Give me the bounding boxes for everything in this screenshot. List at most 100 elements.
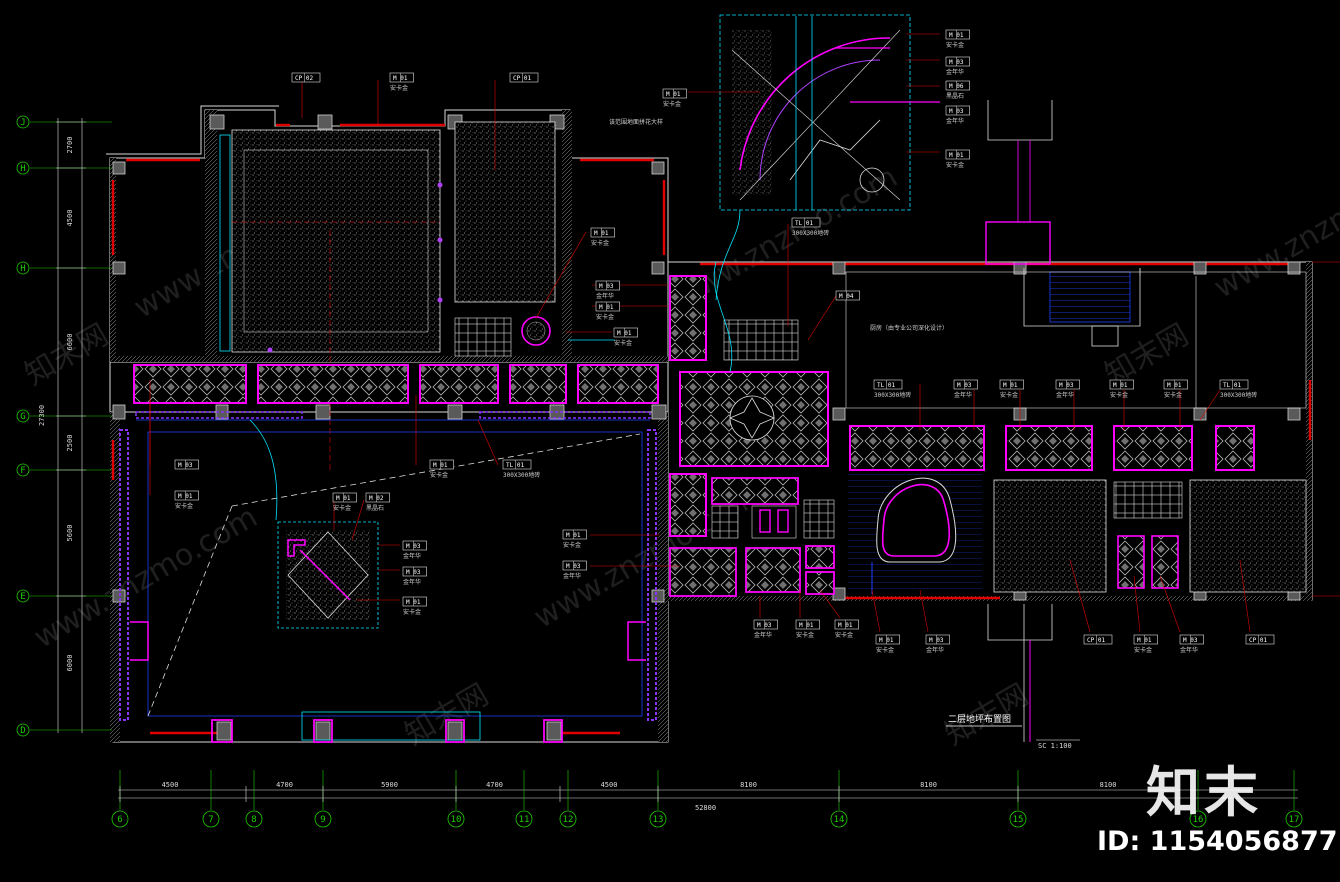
material-tag-code: M 03 [566,563,581,570]
carpet-room-left[interactable] [219,129,441,470]
kitchen-zone[interactable] [845,268,1307,409]
material-tag[interactable]: M 01 安卡金 [1109,379,1134,399]
material-tag[interactable]: M 01 安卡金 [389,72,414,92]
material-tag-code: M 01 [178,493,193,500]
material-tag[interactable]: CP 01 [1245,634,1275,645]
lobby-rosette-floor[interactable] [679,261,829,467]
material-tag-code: M 03 [949,59,964,66]
row-axis-label: E [20,592,25,602]
material-tag-code: M 04 [839,293,854,300]
banquet-diamond-bands[interactable] [849,425,1255,471]
material-tag-note: 金年华 [946,117,964,125]
material-tag[interactable]: CP 01 [1083,634,1113,645]
column-dimension-value: 8100 [1100,781,1117,789]
material-tag-note: 安卡金 [430,471,448,479]
column-axis-label: 8 [251,815,256,825]
material-tag-note: 安卡金 [1110,391,1128,399]
dimension-frames [57,118,1298,799]
material-tag-note: 金年华 [754,631,772,639]
material-tag-note: 安卡金 [1000,391,1018,399]
floor-pattern-detail-callout[interactable] [715,14,940,301]
column-dimension-value: 4700 [276,781,293,789]
material-tag-note: 安卡金 [663,100,681,108]
material-tag-code: M 01 [1113,382,1128,389]
feature-stair-well[interactable] [848,474,982,594]
material-tag[interactable]: CP 01 [509,72,539,83]
material-tag-note: 安卡金 [876,646,894,654]
material-tag-code: TL 01 [795,220,813,227]
main-hall[interactable] [119,411,657,743]
stair-core-top [985,100,1141,347]
column-axis-label: 15 [1013,815,1024,825]
material-tag-note: 安卡金 [596,313,614,321]
column-axis-label: 9 [320,815,325,825]
material-tag-code: M 01 [1137,637,1152,644]
material-tag[interactable]: M 03 [174,459,199,470]
entry-vertical-band[interactable] [669,275,707,537]
material-tag-code: M 01 [393,75,408,82]
material-tag-code: M 01 [594,230,609,237]
row-axis-label: J [20,118,25,128]
carpet-room-right[interactable] [454,121,615,357]
material-tag-note: 安卡金 [333,504,351,512]
material-tag[interactable]: M 01 安卡金 [595,301,620,321]
row-axis-bubble: D [16,723,112,737]
material-tag-code: M 01 [599,304,614,311]
column-axis-label: 14 [834,815,845,825]
row-axis-label: H [20,264,25,274]
material-tag-code: M 01 [799,622,814,629]
material-tag-note: 安卡金 [403,608,421,616]
column-axis-label: 11 [519,815,530,825]
private-dining-carpets[interactable] [993,479,1307,593]
column-total-dimension: 52800 [695,804,716,812]
row-axis-label: G [20,412,25,422]
material-tag-note: 安卡金 [390,84,408,92]
wc-cluster[interactable] [669,477,835,597]
central-floor-inlay[interactable] [277,521,379,629]
material-tag[interactable]: CP 02 [291,72,321,83]
material-tag-note: 金年华 [403,552,421,560]
row-axis-label: F [20,466,25,476]
corridor-diamond-bands[interactable] [133,364,659,404]
column-axis-label: 7 [208,815,213,825]
material-tag[interactable]: M 04 [835,290,860,301]
